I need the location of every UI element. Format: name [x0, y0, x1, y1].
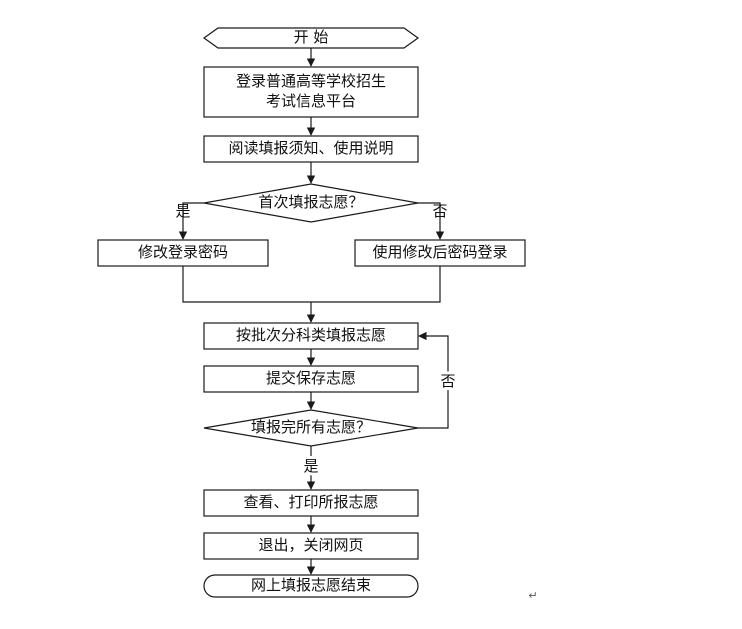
- login-label-line1: 登录普通高等学校招生: [236, 72, 386, 90]
- login-label-line2: 考试信息平台: [266, 92, 356, 110]
- arrow-first-yes: [178, 202, 204, 240]
- first-time-decision: 首次填报志愿？: [203, 183, 419, 223]
- arrow-first-no: [418, 202, 445, 240]
- exit-label: 退出，关闭网页: [258, 536, 363, 554]
- modify-password-box: 修改登录密码: [97, 239, 269, 267]
- submit-save-label: 提交保存志愿: [266, 369, 356, 387]
- fill-by-batch-label: 按批次分科类填报志愿: [236, 326, 386, 344]
- start-label: 开 始: [294, 28, 329, 46]
- arrow-done-no-loop: [418, 331, 449, 429]
- paragraph-mark: ↵: [528, 589, 537, 602]
- submit-save-box: 提交保存志愿: [203, 365, 419, 393]
- login-modified-label: 使用修改后密码登录: [372, 243, 507, 261]
- done-no-label: 否: [440, 372, 455, 390]
- first-time-label: 首次填报志愿？: [258, 193, 363, 211]
- end-terminal: 网上填报志愿结束: [203, 574, 419, 598]
- view-print-box: 查看、打印所报志愿: [203, 489, 419, 517]
- modify-password-label: 修改登录密码: [138, 243, 228, 261]
- exit-box: 退出，关闭网页: [203, 532, 419, 560]
- end-label: 网上填报志愿结束: [251, 576, 371, 594]
- start-terminal: 开 始: [202, 27, 420, 49]
- merge-line: [182, 266, 441, 303]
- all-done-decision: 填报完所有志愿？: [203, 409, 419, 447]
- first-yes-label: 是: [175, 202, 190, 220]
- all-done-label: 填报完所有志愿？: [251, 418, 371, 436]
- read-instructions-box: 阅读填报须知、使用说明: [203, 135, 419, 163]
- fill-by-batch-box: 按批次分科类填报志愿: [203, 322, 419, 350]
- done-yes-label: 是: [303, 457, 318, 475]
- first-no-label: 否: [432, 202, 447, 220]
- read-label: 阅读填报须知、使用说明: [228, 139, 393, 157]
- view-print-label: 查看、打印所报志愿: [243, 493, 378, 511]
- login-modified-box: 使用修改后密码登录: [354, 239, 526, 267]
- login-platform-box: 登录普通高等学校招生 考试信息平台: [203, 66, 419, 118]
